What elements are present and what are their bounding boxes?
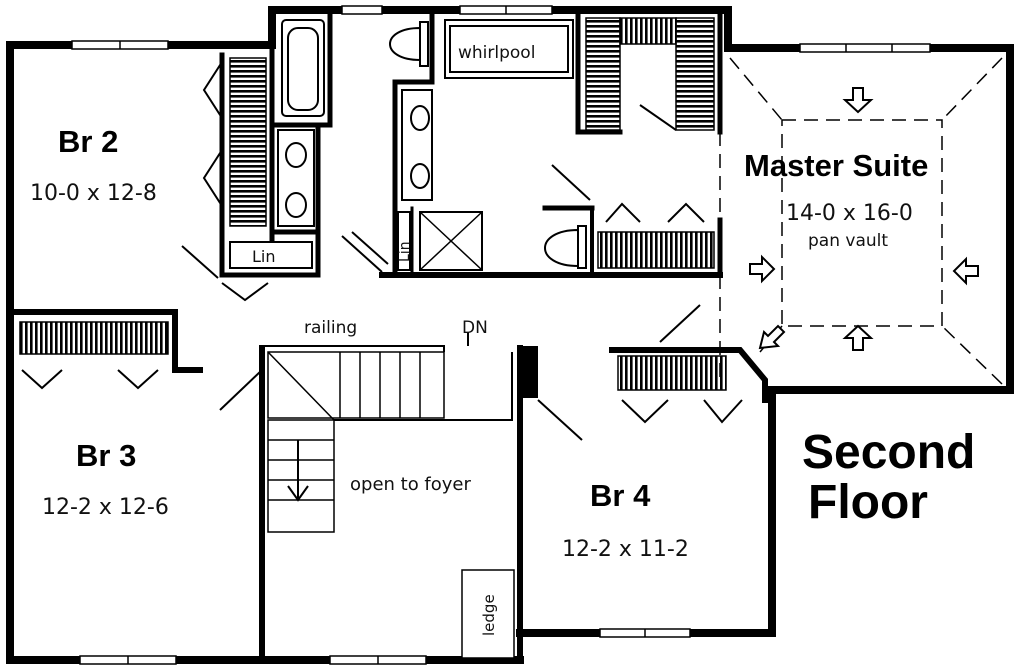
master-dims: 14-0 x 16-0 <box>786 201 913 226</box>
ledge <box>461 569 515 659</box>
master-name: Master Suite <box>744 148 928 183</box>
plan-title: Second Floor <box>802 426 975 529</box>
br3-name: Br 3 <box>76 438 136 473</box>
master-note: pan vault <box>808 231 888 251</box>
ledge-label: ledge <box>480 594 498 636</box>
fixture-labels: whirlpool Lin Lin railing DN open to foy… <box>252 43 535 636</box>
closet-shelves <box>19 17 727 391</box>
door-swings <box>21 61 743 441</box>
bath-fixtures <box>229 19 587 271</box>
title-line-1: Second <box>802 426 975 479</box>
down-label: DN <box>462 318 488 338</box>
railing-label: railing <box>304 318 357 338</box>
title-line-2: Floor <box>808 476 928 529</box>
linen-label-2: Lin <box>397 241 413 262</box>
br3-dims: 12-2 x 12-6 <box>42 495 169 520</box>
windows <box>71 5 931 665</box>
br2-dims: 10-0 x 12-8 <box>30 181 157 206</box>
pan-vault <box>719 57 1003 385</box>
br4-name: Br 4 <box>590 478 651 513</box>
linen-label-1: Lin <box>252 247 276 266</box>
br4-dims: 12-2 x 11-2 <box>562 537 689 562</box>
whirlpool-label: whirlpool <box>458 43 535 63</box>
open-to-foyer-label: open to foyer <box>350 474 472 495</box>
staircase <box>262 332 513 533</box>
room-labels: Br 2 10-0 x 12-8 Br 3 12-2 x 12-6 Br 4 1… <box>30 124 928 562</box>
br2-name: Br 2 <box>58 124 118 159</box>
